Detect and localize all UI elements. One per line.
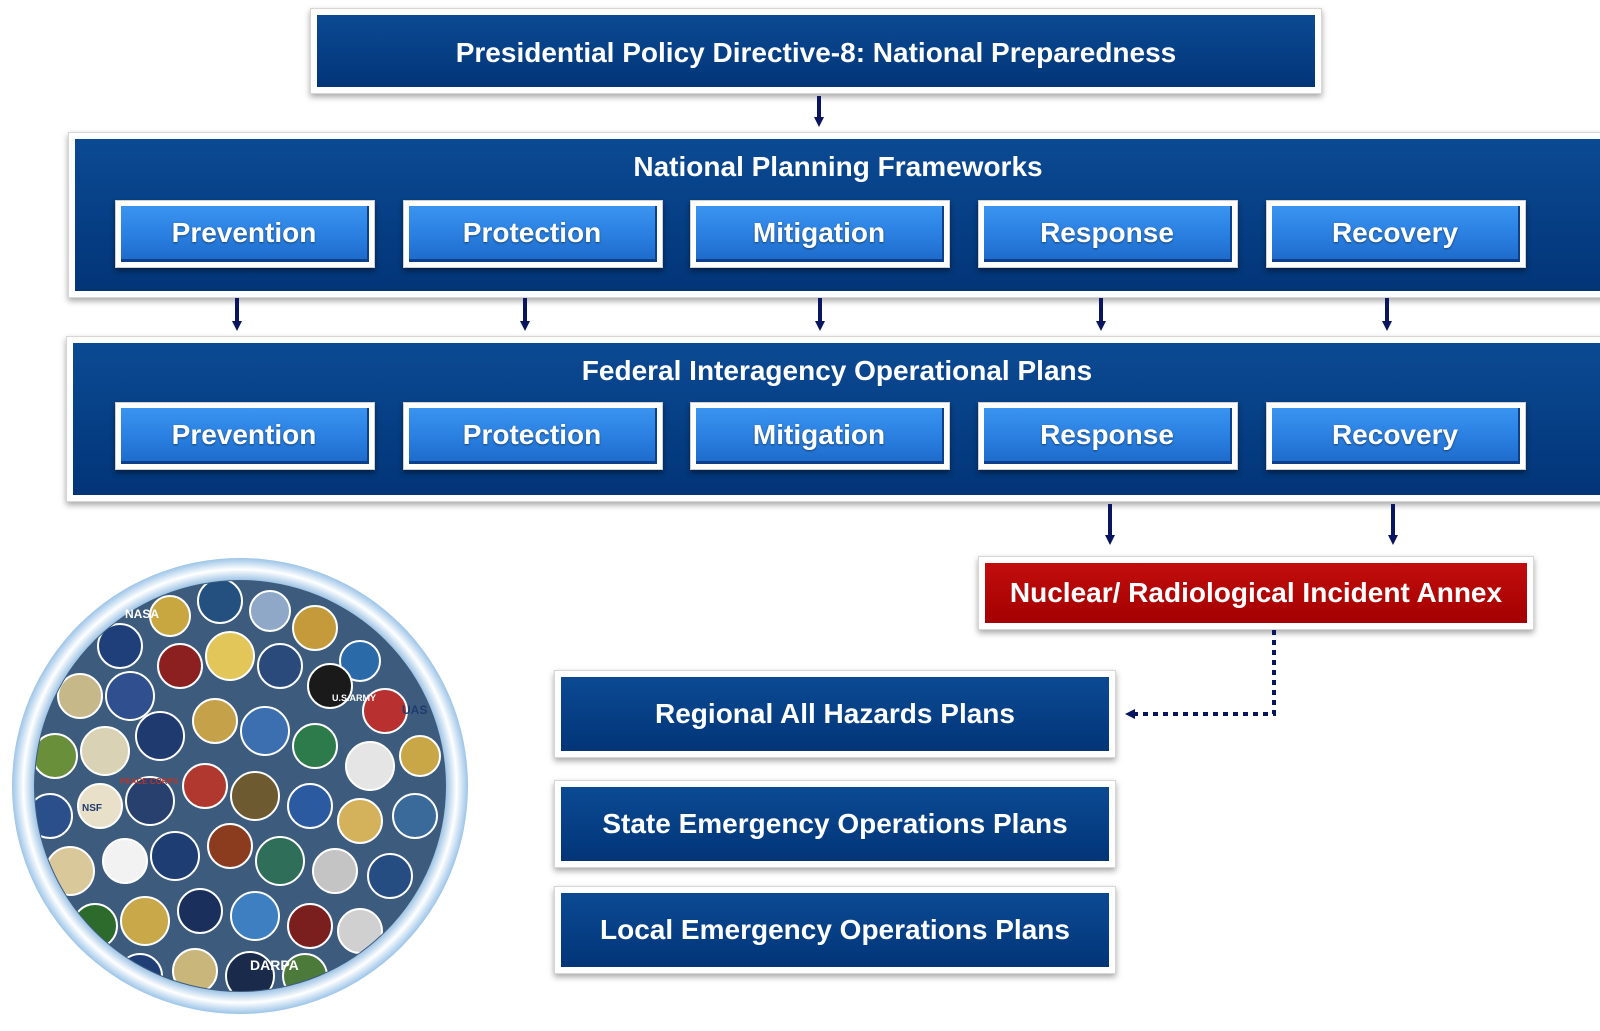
ppd8-label: Presidential Policy Directive-8: Nationa… xyxy=(455,37,1177,68)
operational-response-label: Response xyxy=(984,408,1232,464)
framework-prevention-label: Prevention xyxy=(121,206,369,262)
seal-text-nasa: NASA xyxy=(125,607,159,621)
operational-recovery-label: Recovery xyxy=(1272,408,1520,464)
local-plans-box: Local Emergency Operations Plans xyxy=(554,886,1116,974)
agency-seals-collage-icon: NASA U.S.ARMY DARPA NSF UAS PEACE CORPS xyxy=(10,556,480,1026)
framework-protection: Protection xyxy=(403,200,663,268)
state-plans-label: State Emergency Operations Plans xyxy=(602,808,1068,839)
operational-protection-label: Protection xyxy=(409,408,657,464)
state-plans-box: State Emergency Operations Plans xyxy=(554,780,1116,868)
annex-box: Nuclear/ Radiological Incident Annex xyxy=(978,556,1534,630)
operational-mitigation: Mitigation xyxy=(690,402,950,470)
operational-prevention: Prevention xyxy=(115,402,375,470)
operational-mitigation-label: Mitigation xyxy=(696,408,944,464)
seal-text-darpa: DARPA xyxy=(250,957,299,973)
regional-plans-box: Regional All Hazards Plans xyxy=(554,670,1116,758)
framework-recovery-label: Recovery xyxy=(1272,206,1520,262)
framework-mitigation: Mitigation xyxy=(690,200,950,268)
operational-prevention-label: Prevention xyxy=(121,408,369,464)
seal-text-nsf: NSF xyxy=(82,803,102,814)
local-plans-label: Local Emergency Operations Plans xyxy=(600,914,1070,945)
seal-text-army: U.S.ARMY xyxy=(332,693,376,703)
operational-recovery: Recovery xyxy=(1266,402,1526,470)
operational-protection: Protection xyxy=(403,402,663,470)
framework-mitigation-label: Mitigation xyxy=(696,206,944,262)
annex-label: Nuclear/ Radiological Incident Annex xyxy=(985,563,1527,623)
framework-recovery: Recovery xyxy=(1266,200,1526,268)
framework-response: Response xyxy=(978,200,1238,268)
operational-response: Response xyxy=(978,402,1238,470)
seal-text-peace-corps: PEACE CORPS xyxy=(120,777,179,786)
framework-response-label: Response xyxy=(984,206,1232,262)
operational-plans-title: Federal Interagency Operational Plans xyxy=(581,355,1093,386)
ppd8-box: Presidential Policy Directive-8: Nationa… xyxy=(310,8,1322,94)
framework-prevention: Prevention xyxy=(115,200,375,268)
framework-protection-label: Protection xyxy=(409,206,657,262)
frameworks-title: National Planning Frameworks xyxy=(633,151,1043,182)
seal-text-uas: UAS xyxy=(402,703,427,717)
regional-plans-label: Regional All Hazards Plans xyxy=(655,698,1015,729)
dotted-annex-to-regional xyxy=(1125,630,1276,719)
